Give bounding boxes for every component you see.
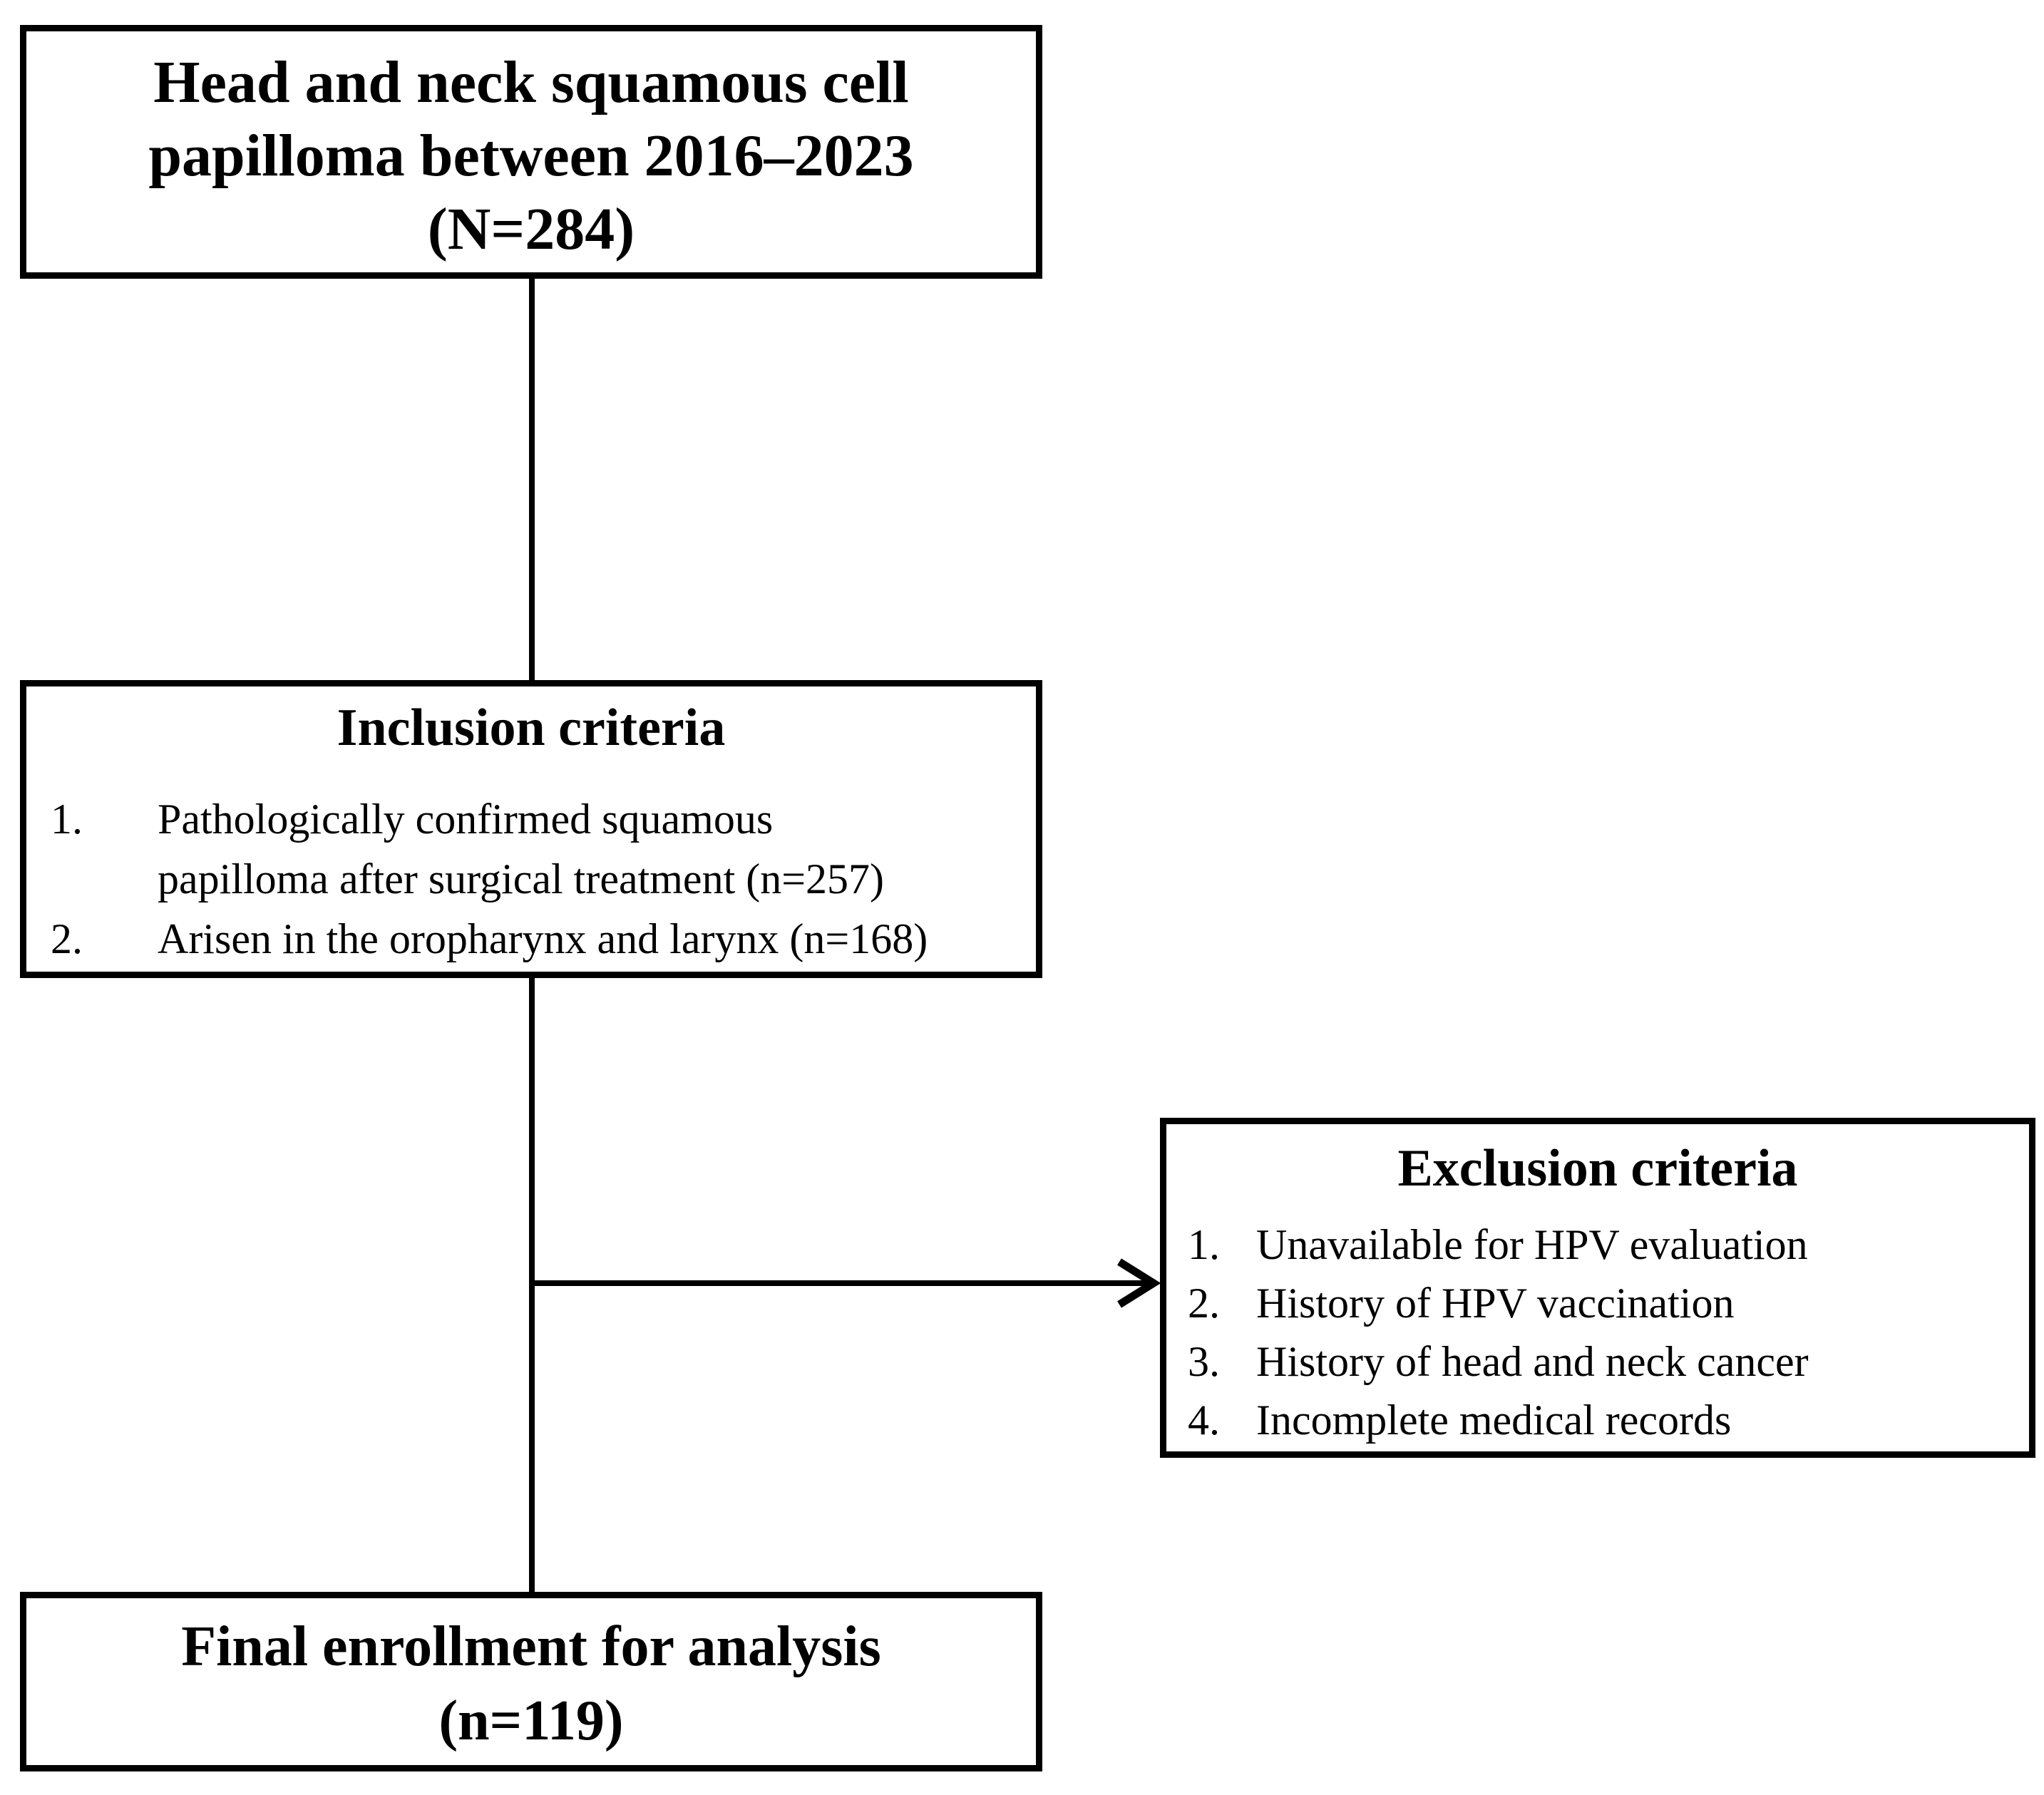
list-item-number: 1. xyxy=(51,796,83,843)
arrowhead-icon xyxy=(1117,1258,1161,1308)
source-box-line: Head and neck squamous cell xyxy=(153,49,909,115)
list-item-text: History of HPV vaccination xyxy=(1256,1280,1735,1327)
list-item-text: Incomplete medical records xyxy=(1256,1397,1732,1444)
list-item-number: 3. xyxy=(1188,1338,1220,1385)
list-item-number: 4. xyxy=(1188,1397,1220,1444)
list-item-text: Unavailable for HPV evaluation xyxy=(1256,1221,1808,1268)
exclusion-title: Exclusion criteria xyxy=(1397,1139,1798,1198)
final-box-line: Final enrollment for analysis xyxy=(181,1615,881,1678)
list-item: 4. Incomplete medical records xyxy=(1166,1391,2029,1449)
list-item: 2. Arisen in the oropharynx and larynx (… xyxy=(26,909,1036,969)
final-enrollment-box: Final enrollment for analysis (n=119) xyxy=(20,1592,1042,1771)
inclusion-title: Inclusion criteria xyxy=(337,699,726,757)
source-box-count: (N=284) xyxy=(427,196,635,262)
connector-branch-line xyxy=(529,1280,1155,1286)
source-box-line: papilloma between 2016–2023 xyxy=(148,123,914,189)
list-item-number: 2. xyxy=(51,915,83,962)
list-item: 1. Pathologically confirmed squamous pap… xyxy=(26,789,1036,909)
list-item-number: 1. xyxy=(1188,1221,1220,1268)
list-item-text: Pathologically confirmed squamous papill… xyxy=(158,796,885,902)
list-item-text: History of head and neck cancer xyxy=(1256,1338,1809,1385)
exclusion-criteria-box: Exclusion criteria 1. Unavailable for HP… xyxy=(1160,1118,2035,1458)
list-item: 3. History of head and neck cancer xyxy=(1166,1332,2029,1391)
inclusion-list: 1. Pathologically confirmed squamous pap… xyxy=(26,789,1036,969)
connector-vertical-top xyxy=(529,279,535,680)
inclusion-criteria-box: Inclusion criteria 1. Pathologically con… xyxy=(20,680,1042,978)
final-box-count: (n=119) xyxy=(438,1689,624,1752)
list-item-text: Arisen in the oropharynx and larynx (n=1… xyxy=(158,915,928,962)
list-item: 2. History of HPV vaccination xyxy=(1166,1274,2029,1332)
exclusion-list: 1. Unavailable for HPV evaluation 2. His… xyxy=(1166,1215,2029,1449)
list-item-number: 2. xyxy=(1188,1280,1220,1327)
source-population-box: Head and neck squamous cell papilloma be… xyxy=(20,25,1042,279)
list-item: 1. Unavailable for HPV evaluation xyxy=(1166,1215,2029,1274)
